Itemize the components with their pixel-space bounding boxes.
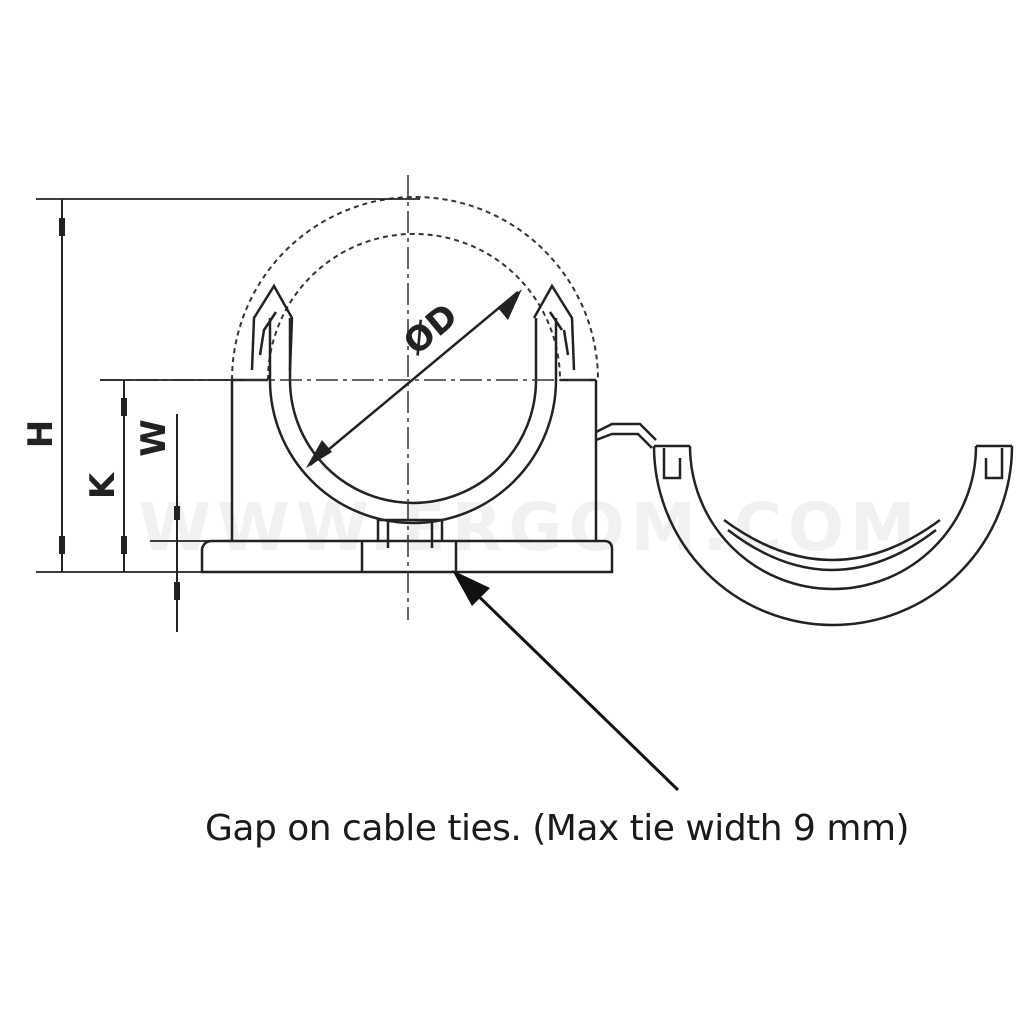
label-w: W bbox=[134, 419, 174, 457]
pointer-arrow bbox=[452, 570, 680, 792]
label-k: K bbox=[83, 471, 123, 499]
watermark: WWW.ERGOM.COM bbox=[138, 489, 921, 566]
label-diameter: ØD bbox=[396, 296, 465, 363]
base-plate bbox=[200, 539, 614, 574]
dimension-ticks bbox=[59, 218, 180, 600]
dimension-lines bbox=[61, 199, 178, 632]
extension-lines bbox=[36, 198, 420, 573]
open-clamp-outline bbox=[231, 196, 599, 381]
label-h: H bbox=[21, 420, 61, 448]
clamp-body bbox=[230, 283, 598, 548]
hinged-cap bbox=[595, 422, 1014, 627]
caption-text: Gap on cable ties. (Max tie width 9 mm) bbox=[205, 808, 910, 849]
diameter-dimension bbox=[306, 289, 522, 468]
